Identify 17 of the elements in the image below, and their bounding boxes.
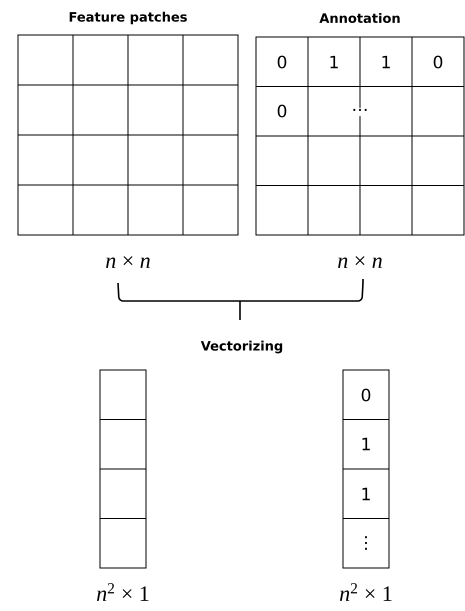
cell-value: 1 — [360, 486, 372, 502]
step-label: Vectorizing — [200, 340, 282, 354]
cell-value: 0 — [276, 54, 288, 70]
cell-value: 0 — [432, 54, 444, 70]
size-label: n$^{2}$ × 1 — [340, 583, 392, 601]
size-label: n × n — [338, 256, 382, 268]
cell-value: 1 — [360, 436, 372, 452]
grid-title: Annotation — [319, 12, 400, 24]
cell-value: ⋯ — [350, 108, 370, 116]
cell-value: 0 — [276, 104, 288, 118]
cell-value: 1 — [380, 54, 392, 70]
size-label: n$^{2}$ × 1 — [96, 583, 148, 601]
cell-value: 0 — [360, 388, 372, 402]
cell-value: 1 — [328, 54, 340, 70]
grid-title: Feature patches — [70, 12, 187, 24]
cell-value: ⋮ — [356, 535, 376, 551]
size-label: n × n — [106, 256, 150, 268]
